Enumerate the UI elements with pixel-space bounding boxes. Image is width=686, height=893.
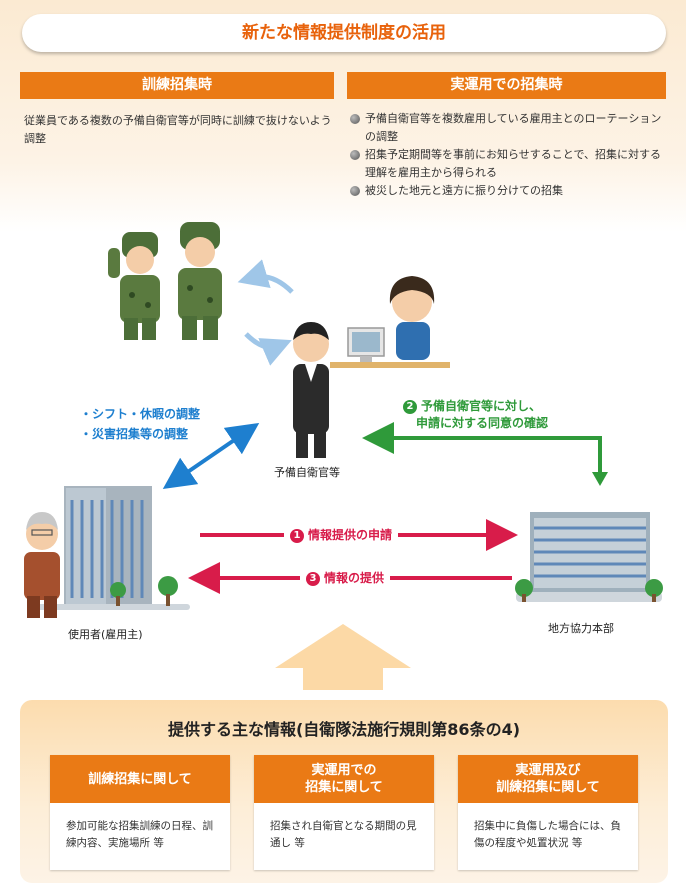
office-label: 地方協力本部 [548,622,614,635]
request-number: 1 [290,529,304,543]
reservist-person-icon [293,322,329,458]
info-card-head-line: 訓練招集に関して [88,771,192,787]
info-card-head: 訓練招集に関して [50,755,230,803]
employer-building-icon [30,486,190,610]
provide-text: 情報の提供 [324,571,385,585]
page-title: 新たな情報提供制度の活用 [22,14,666,52]
info-card-head: 実運用での招集に関して [254,755,434,803]
consent-arrow [362,422,602,482]
info-card-text: 参加可能な招集訓練の日程、訓練内容、実施場所 等 [66,820,213,849]
consent-number: 2 [403,400,417,414]
operation-item: 被災した地元と遠方に振り分けての招集 [350,182,666,200]
info-card-text: 招集され自衛官となる期間の見通し 等 [270,820,417,849]
info-card: 実運用での招集に関して 招集され自衛官となる期間の見通し 等 [254,755,434,870]
info-card-head-line: 実運用及び [515,763,581,778]
reservist-label: 予備自衛官等 [274,466,340,479]
info-card-head: 実運用及び訓練招集に関して [458,755,638,803]
desk-worker-icon [330,276,450,368]
request-text: 情報提供の申請 [308,528,393,542]
office-building-icon [515,512,663,602]
request-label: 1 情報提供の申請 [284,527,399,543]
operation-section-heading: 実運用での招集時 [347,72,666,99]
consent-line: 予備自衛官等に対し、 [421,399,542,413]
adjust-item: 災害招集等の調整 [80,424,200,444]
operation-item: 招集予定期間等を事前にお知らせすることで、招集に対する理解を雇用主から得られる [350,146,666,182]
cycle-arrow-down [244,332,292,366]
training-section-text: 従業員である複数の予備自衛官等が同時に訓練で抜けないよう調整 [24,114,332,145]
provide-number: 3 [306,572,320,586]
adjust-list: シフト・休暇の調整 災害招集等の調整 [80,404,200,444]
info-card-head-line: 招集に関して [305,780,383,795]
consent-line: 申請に対する同意の確認 [416,416,549,430]
info-card: 実運用及び訓練招集に関して 招集中に負傷した場合には、負傷の程度や処置状況 等 [458,755,638,870]
employer-label: 使用者(雇用主) [68,628,143,641]
info-card: 訓練招集に関して 参加可能な招集訓練の日程、訓練内容、実施場所 等 [50,755,230,870]
adjust-item: シフト・休暇の調整 [80,404,200,424]
info-card-head-line: 訓練招集に関して [496,780,600,795]
cycle-arrow-up [237,259,294,294]
flow-diagram [24,222,663,690]
info-card-text: 招集中に負傷した場合には、負傷の程度や処置状況 等 [474,820,621,849]
employer-person-icon [24,512,60,618]
training-section-heading: 訓練招集時 [20,72,334,99]
operation-section-list: 予備自衛官等を複数雇用している雇用主とのローテーションの調整 招集予定期間等を事… [350,110,666,200]
adjust-arrow [162,422,260,490]
consent-note: 2 予備自衛官等に対し、 申請に対する同意の確認 [403,398,548,432]
soldier-saluting-icon [108,232,160,340]
soldier-standing-icon [178,222,222,340]
operation-item: 予備自衛官等を複数雇用している雇用主とのローテーションの調整 [350,110,666,146]
up-arrow [275,624,411,690]
info-panel-title: 提供する主な情報(自衛隊法施行規則第86条の4) [167,720,521,739]
provide-label: 3 情報の提供 [300,570,391,586]
info-card-head-line: 実運用での [311,763,377,778]
